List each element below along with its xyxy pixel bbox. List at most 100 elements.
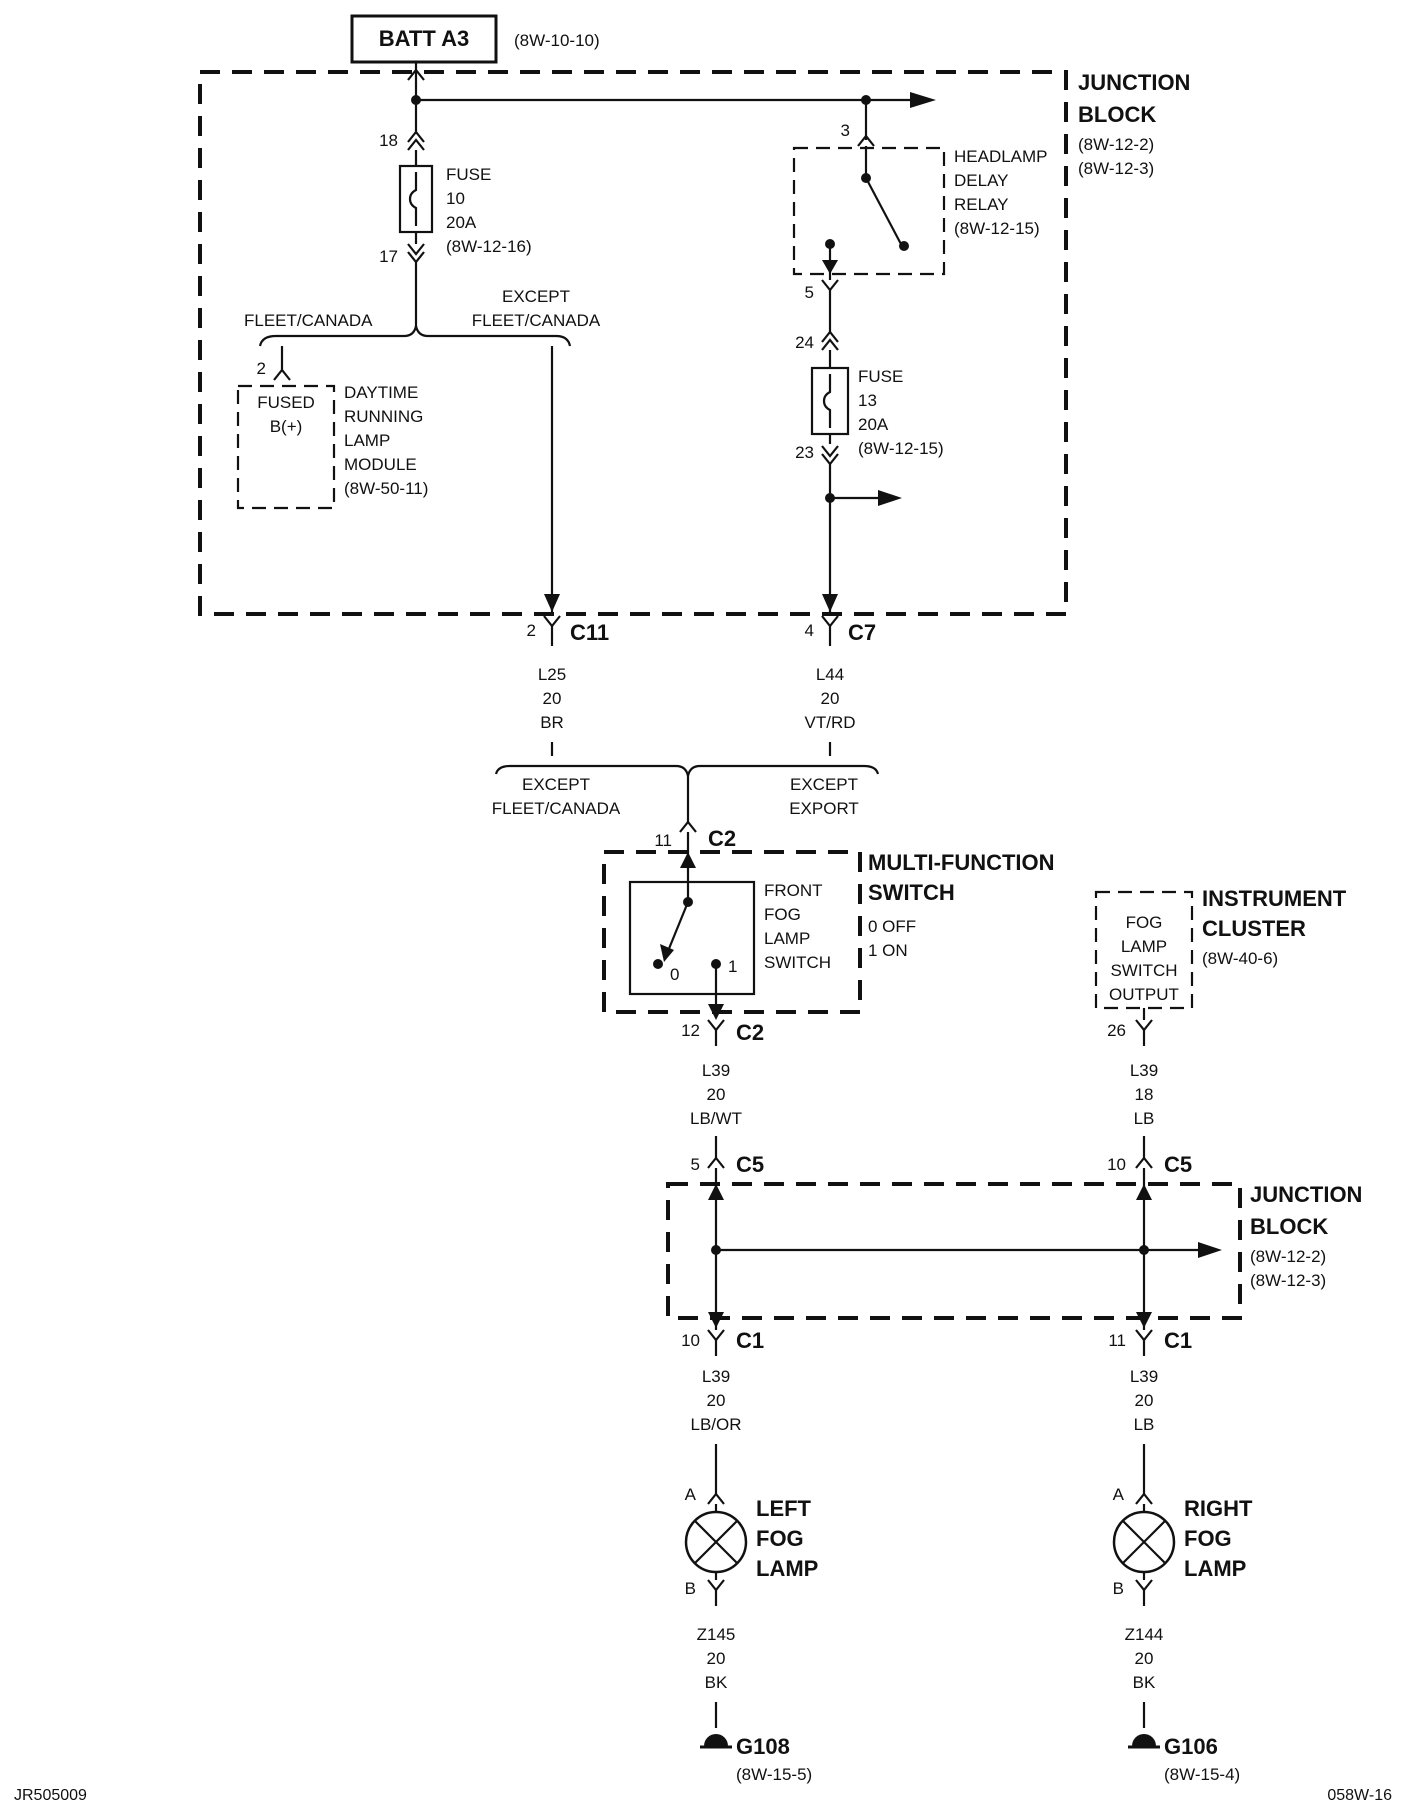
mfs-pin-in: 11	[654, 831, 672, 850]
mfs-l4: SWITCH	[764, 953, 831, 972]
mfs-conn-in: C2	[708, 826, 736, 851]
split-top-right1: EXCEPT	[502, 287, 570, 306]
left-lamp-l2: FOG	[756, 1526, 804, 1551]
drl-l2: RUNNING	[344, 407, 423, 426]
l39a-w2: 20	[707, 1085, 726, 1104]
branch-c11: 2 C11	[527, 346, 609, 646]
relay-ref: (8W-12-15)	[954, 219, 1040, 238]
cluster-title1: INSTRUMENT	[1202, 886, 1347, 911]
batt-ref: (8W-10-10)	[514, 31, 600, 50]
left-ground-w1: Z145	[697, 1625, 736, 1644]
l25-w3: BR	[540, 713, 564, 732]
jb-top-title2: BLOCK	[1078, 102, 1156, 127]
mfs-title1: MULTI-FUNCTION	[868, 850, 1055, 875]
fuse13-ref: (8W-12-15)	[858, 439, 944, 458]
wire-l39-a: L39 20 LB/WT	[690, 1061, 742, 1158]
fuse13-l1: FUSE	[858, 367, 903, 386]
split-mid: EXCEPT FLEET/CANADA EXCEPT EXPORT	[492, 764, 880, 822]
right-ground-id: G106	[1164, 1734, 1218, 1759]
footer-right-code: 058W-16	[1327, 1787, 1392, 1804]
l44-w2: 20	[821, 689, 840, 708]
l25-w2: 20	[543, 689, 562, 708]
fuse13-pin-out: 23	[795, 443, 814, 462]
l39b-w2: 18	[1135, 1085, 1154, 1104]
drl-l1: DAYTIME	[344, 383, 418, 402]
right-ground-w1: Z144	[1125, 1625, 1164, 1644]
c7-name: C7	[848, 620, 876, 645]
right-lamp-pin-a: A	[1113, 1485, 1125, 1504]
split-top: FLEET/CANADA EXCEPT FLEET/CANADA	[244, 287, 601, 347]
split-mid-right1: EXCEPT	[790, 775, 858, 794]
instrument-cluster: FOG LAMP SWITCH OUTPUT INSTRUMENT CLUSTE…	[1094, 886, 1347, 1046]
multi-function-switch: 11 C2 0 1 FRONT FOG LAMP SWITCH MULTI-FU…	[602, 820, 1055, 1046]
headlamp-delay-relay: 3 5 HEADLAMP DELAY RELAY (8W-12-15)	[792, 100, 1048, 302]
right-lamp-l3: LAMP	[1184, 1556, 1246, 1581]
fuse10-pin-out: 17	[379, 247, 398, 266]
fuse10-l1: FUSE	[446, 165, 491, 184]
c11-name: C11	[570, 620, 609, 645]
mfs-l2: FOG	[764, 905, 801, 924]
left-ground-ref: (8W-15-5)	[736, 1765, 812, 1784]
drl-module: 2 FUSED B(+) DAYTIME RUNNING LAMP MODULE…	[236, 346, 428, 510]
ground-icon	[700, 1734, 732, 1749]
drl-ref: (8W-50-11)	[344, 479, 428, 498]
l39a-w3: LB/WT	[690, 1109, 742, 1128]
l39d-w3: LB	[1134, 1415, 1155, 1434]
jb-bot-pin-r-in: 10	[1107, 1155, 1126, 1174]
mfs-s2: 1 ON	[868, 941, 908, 960]
left-lamp-pin-b: B	[685, 1579, 696, 1598]
mfs-s1: 0 OFF	[868, 917, 916, 936]
jb-bot-conn-l-in: C5	[736, 1152, 764, 1177]
split-top-right2: FLEET/CANADA	[472, 311, 601, 330]
l39a-w1: L39	[702, 1061, 730, 1080]
jb-top-title1: JUNCTION	[1078, 70, 1190, 95]
split-mid-left1: EXCEPT	[522, 775, 590, 794]
junction-block-bottom: 5 C5 10 C5 JUNCTION BLOCK (8W-12-2) (8W-…	[666, 1152, 1362, 1356]
drl-in2: B(+)	[270, 417, 303, 436]
fuse-10: 18 17 FUSE 10 20A (8W-12-16)	[379, 100, 532, 326]
left-lamp-l1: LEFT	[756, 1496, 812, 1521]
l39b-w3: LB	[1134, 1109, 1155, 1128]
drl-pin: 2	[257, 359, 266, 378]
split-top-left: FLEET/CANADA	[244, 311, 373, 330]
mfs-pos0: 0	[670, 965, 679, 984]
split-mid-right2: EXPORT	[789, 799, 859, 818]
relay-l1: HEADLAMP	[954, 147, 1048, 166]
jb-bot-pin-r-out: 11	[1108, 1331, 1126, 1350]
relay-l3: RELAY	[954, 195, 1009, 214]
l39c-w2: 20	[707, 1391, 726, 1410]
jb-bot-pin-l-out: 10	[681, 1331, 700, 1350]
drl-l3: LAMP	[344, 431, 390, 450]
batt-a3-source: BATT A3 (8W-10-10)	[350, 14, 600, 64]
connector-c7: 4 C7	[805, 615, 876, 646]
cluster-pin: 26	[1107, 1021, 1126, 1040]
mfs-conn-out: C2	[736, 1020, 764, 1045]
right-ground-w3: BK	[1133, 1673, 1156, 1692]
ground-icon	[1128, 1734, 1160, 1749]
fuse10-ref: (8W-12-16)	[446, 237, 532, 256]
drl-in1: FUSED	[257, 393, 315, 412]
right-ground-ref: (8W-15-4)	[1164, 1765, 1240, 1784]
l44-w1: L44	[816, 665, 844, 684]
batt-label: BATT A3	[379, 26, 469, 51]
l39d-w1: L39	[1130, 1367, 1158, 1386]
jb-bot-title2: BLOCK	[1250, 1214, 1328, 1239]
battery-bus	[407, 62, 936, 108]
wire-l25: L25 20 BR	[538, 665, 566, 756]
fuse10-l2: 10	[446, 189, 465, 208]
wire-l39-c: L39 20 LB/OR	[690, 1367, 742, 1494]
mfs-l1: FRONT	[764, 881, 823, 900]
jb-top-ref1: (8W-12-2)	[1078, 135, 1154, 154]
right-fog-lamp: A RIGHT FOG LAMP B Z144 20 BK G106 (8W-1…	[1113, 1485, 1253, 1784]
jb-top-ref2: (8W-12-3)	[1078, 159, 1154, 178]
footer-left-code: JR505009	[14, 1787, 87, 1804]
drl-l4: MODULE	[344, 455, 417, 474]
wire-l39-b: L39 18 LB	[1130, 1061, 1158, 1158]
mfs-pin-out: 12	[681, 1021, 700, 1040]
wire-l39-d: L39 20 LB	[1130, 1367, 1158, 1494]
left-ground-w3: BK	[705, 1673, 728, 1692]
right-lamp-pin-b: B	[1113, 1579, 1124, 1598]
bus-arrow	[910, 92, 936, 108]
l39c-w1: L39	[702, 1367, 730, 1386]
